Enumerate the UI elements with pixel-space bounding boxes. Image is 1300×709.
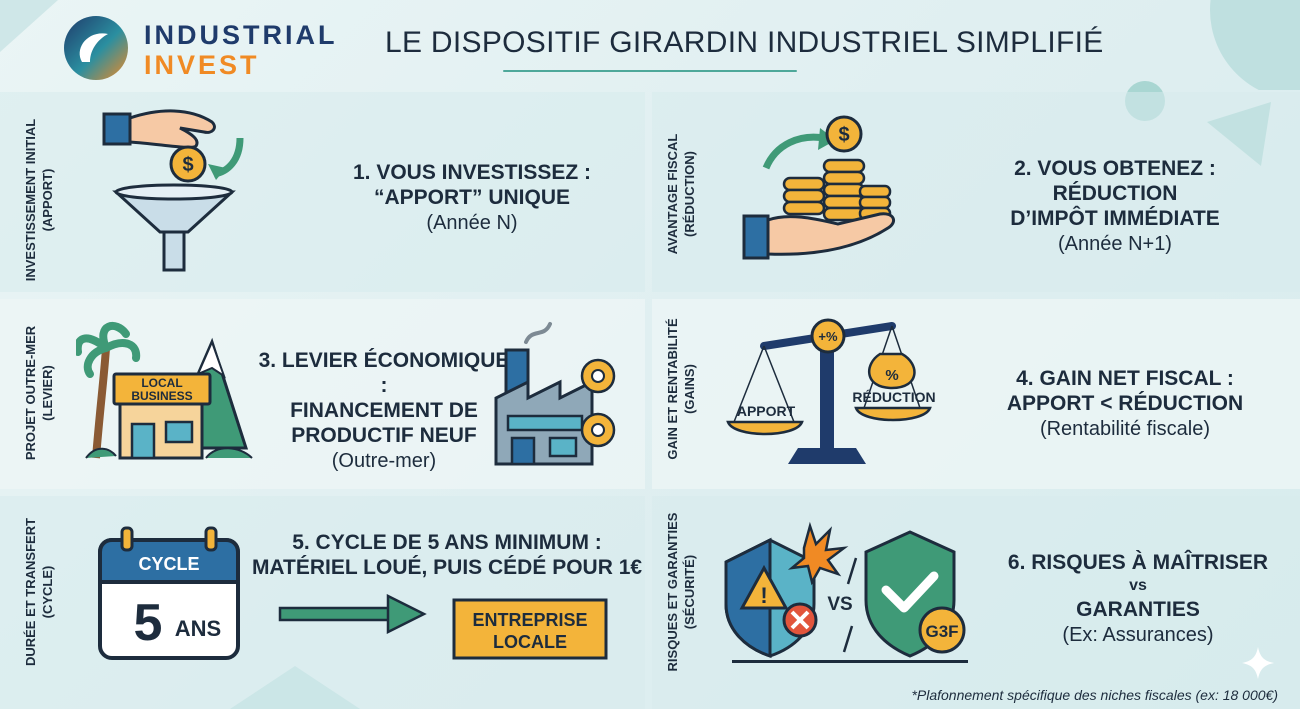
step-1-heading-line2: “APPORT” UNIQUE xyxy=(373,186,570,209)
hand-coin-funnel-icon: $ xyxy=(102,109,244,272)
step-6-text: 6. RISQUES À MAÎTRISER vs GARANTIES (Ex:… xyxy=(990,550,1286,648)
side-label-step-3: PROJET OUTRE-MER(LEVIER) xyxy=(23,325,55,461)
step-2-heading-line2: RÉDUCTION xyxy=(1052,182,1178,205)
brand-logo: INDUSTRIAL INVEST xyxy=(60,10,350,82)
step-4-heading-line2: APPORT < RÉDUCTION xyxy=(1006,392,1244,415)
scale-top-label: +% xyxy=(818,329,838,344)
step-3-text: 3. LEVIER ÉCONOMIQUE : FINANCEMENT DE PR… xyxy=(256,348,512,474)
corner-circle-decoration xyxy=(1210,0,1300,90)
page-title: LE DISPOSITIF GIRARDIN INDUSTRIEL SIMPLI… xyxy=(385,26,1104,59)
side-label-step-1: INVESTISSEMENT INITIAL(APPORT) xyxy=(23,118,55,282)
step-5-heading-line1: 5. CYCLE DE 5 ANS MINIMUM : xyxy=(292,531,602,554)
step-4-text: 4. GAIN NET FISCAL : APPORT < RÉDUCTION … xyxy=(970,366,1280,442)
step-2-heading-line3: D’IMPÔT IMMÉDIATE xyxy=(1010,207,1220,230)
step-4-heading-line1: 4. GAIN NET FISCAL : xyxy=(1016,367,1234,390)
step-2-text: 2. VOUS OBTENEZ : RÉDUCTION D’IMPÔT IMMÉ… xyxy=(950,156,1280,257)
balance-scale-icon: +% APPORT RÉDUCTION % xyxy=(726,318,936,464)
company-box-line1: ENTREPRISE xyxy=(472,610,587,630)
step-2-heading-line1: 2. VOUS OBTENEZ : xyxy=(1014,157,1216,180)
shop-sign-line2: BUSINESS xyxy=(131,389,192,403)
tropical-shop-icon: LOCAL BUSINESS xyxy=(76,322,253,460)
scale-left-label: APPORT xyxy=(737,403,796,419)
corner-decoration xyxy=(0,0,58,52)
calendar-unit: ANS xyxy=(175,616,221,641)
svg-text:!: ! xyxy=(760,583,767,608)
title-underline xyxy=(503,70,797,72)
step-6-heading-line2: vs xyxy=(1129,577,1147,594)
logo-mark-icon xyxy=(64,16,128,80)
step-5-heading-line2: MATÉRIEL LOUÉ, PUIS CÉDÉ POUR 1€ xyxy=(251,556,643,579)
arrow-right-icon xyxy=(278,594,427,634)
step-6-subtitle: (Ex: Assurances) xyxy=(1062,624,1214,646)
hand-coin-stack-icon: $ xyxy=(742,115,896,260)
company-box-line2: LOCALE xyxy=(493,632,567,652)
local-company-box: ENTREPRISE LOCALE xyxy=(452,598,608,660)
step-4-subtitle: (Rentabilité fiscale) xyxy=(1039,418,1211,440)
svg-text:$: $ xyxy=(182,154,193,176)
factory-icon xyxy=(494,322,616,466)
side-label-step-2: AVANTAGE FISCAL(RÉDUCTION) xyxy=(665,133,697,255)
step-1-subtitle: (Année N) xyxy=(426,212,518,234)
brand-name-line1: INDUSTRIAL xyxy=(144,20,338,50)
step-3-subtitle: (Outre-mer) xyxy=(331,450,437,472)
scale-right-label: RÉDUCTION xyxy=(852,389,935,405)
svg-text:$: $ xyxy=(838,124,849,146)
footnote: *Plafonnement spécifique des niches fisc… xyxy=(911,687,1278,703)
shop-sign-line1: LOCAL xyxy=(141,376,182,390)
step-6-heading-line1: 6. RISQUES À MAÎTRISER xyxy=(1007,551,1269,574)
panel-step-4 xyxy=(652,299,1300,489)
step-1-heading-line1: 1. VOUS INVESTISSEZ : xyxy=(352,161,592,184)
sparkle-icon xyxy=(1242,647,1274,679)
step-2-subtitle: (Année N+1) xyxy=(1058,233,1172,255)
brand-name-line2: INVEST xyxy=(144,50,260,80)
step-5-text: 5. CYCLE DE 5 ANS MINIMUM : MATÉRIEL LOU… xyxy=(250,530,644,580)
side-label-step-5: DURÉE ET TRANSFERT(CYCLE) xyxy=(23,517,55,667)
side-label-step-4: GAIN ET RENTABILITÉ(GAINS) xyxy=(665,318,697,460)
calendar-number: 5 xyxy=(134,594,163,652)
calendar-icon: CYCLE 5 ANS xyxy=(98,526,240,660)
step-6-heading-line3: GARANTIES xyxy=(1076,598,1200,621)
money-bag-label: % xyxy=(885,367,898,384)
risk-vs-shield-icon: ! VS G3F xyxy=(724,521,966,659)
step-3-heading-line3: PRODUCTIF NEUF xyxy=(291,424,477,447)
calendar-top-label: CYCLE xyxy=(138,554,199,574)
step-1-text: 1. VOUS INVESTISSEZ : “APPORT” UNIQUE (A… xyxy=(302,160,642,236)
vs-label: VS xyxy=(827,594,852,615)
baseline-divider xyxy=(732,660,968,663)
step-3-heading-line2: FINANCEMENT DE xyxy=(290,399,478,422)
side-label-step-6: RISQUES ET GARANTIES(SÉCURITÉ) xyxy=(665,512,697,672)
step-3-heading-line1: 3. LEVIER ÉCONOMIQUE : xyxy=(258,349,510,397)
guarantee-badge-label: G3F xyxy=(925,622,958,641)
